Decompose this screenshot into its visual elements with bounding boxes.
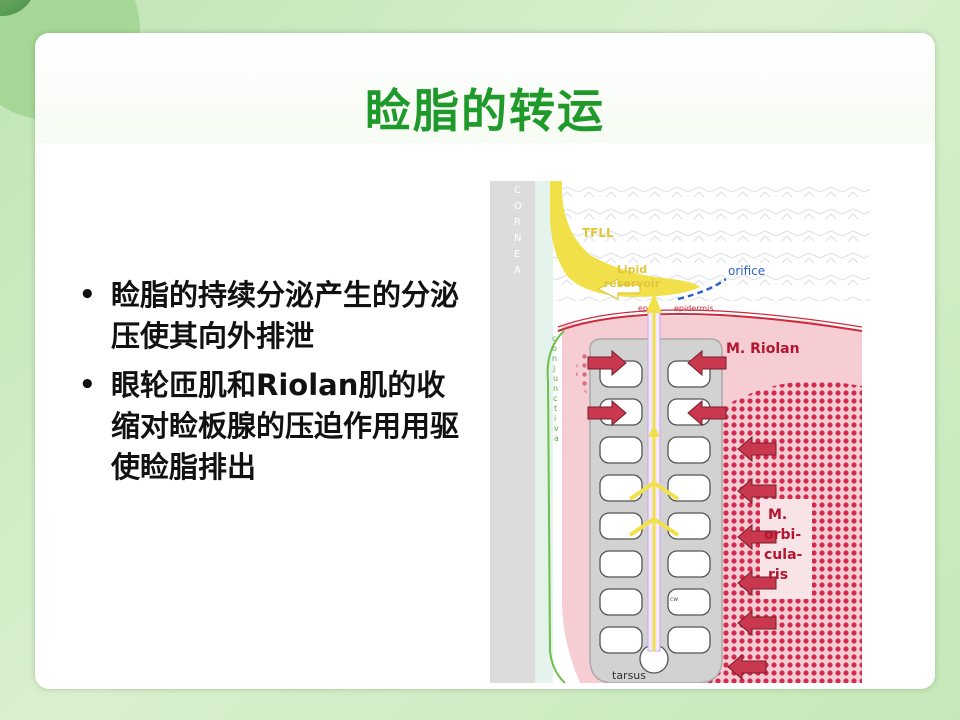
- svg-text:t: t: [554, 404, 557, 413]
- bullet-text: 睑脂的持续分泌产生的分泌压使其向外排泄: [111, 278, 460, 353]
- bullet-dot-icon: •: [79, 370, 96, 400]
- epidermis-line: [557, 313, 863, 332]
- label-reservoir: reservoir: [604, 277, 661, 290]
- svg-text:N: N: [514, 233, 521, 244]
- label-tfll: TFLL: [582, 226, 614, 240]
- duct-arrow-mid-icon: [648, 425, 660, 437]
- outflow-arrow-icon: [596, 278, 641, 300]
- label-orbicularis-1: M.: [768, 507, 787, 523]
- bullet-text: 眼轮匝肌和Riolan肌的收缩对睑板腺的压迫作用用驱使睑脂排出: [111, 368, 460, 484]
- svg-text:j: j: [552, 364, 555, 373]
- cornea-label: C O R N E A: [514, 185, 522, 276]
- epidermis-line-outer: [557, 309, 863, 328]
- label-small: cw: [670, 596, 678, 603]
- label-orbicularis-3: cula-: [764, 547, 803, 563]
- bullet-list: • 睑脂的持续分泌产生的分泌压使其向外排泄 • 眼轮匝肌和Riolan肌的收缩对…: [79, 275, 459, 496]
- label-lipid: Lipid: [617, 263, 647, 276]
- svg-text:n: n: [552, 354, 557, 363]
- conjunctiva-line: [546, 330, 566, 683]
- cornea-band: [490, 181, 535, 683]
- svg-text:R: R: [514, 217, 521, 228]
- orifice-pointer: [677, 278, 727, 301]
- label-ep: ep: [638, 304, 648, 313]
- svg-text:c: c: [553, 394, 557, 403]
- decorative-orb-icon: [0, 0, 36, 16]
- svg-text:C: C: [514, 185, 521, 196]
- label-orbicularis-4: ris: [768, 567, 788, 583]
- svg-text:a: a: [554, 434, 559, 443]
- svg-text:O: O: [514, 201, 522, 212]
- svg-text:n: n: [553, 384, 558, 393]
- svg-text:i: i: [554, 414, 556, 423]
- svg-text:u: u: [553, 374, 558, 383]
- svg-text:o: o: [552, 344, 557, 353]
- label-orbicularis-2: orbi-: [764, 527, 801, 543]
- label-tarsus: tarsus: [612, 669, 646, 682]
- svg-text:v: v: [554, 424, 559, 433]
- title-band: 睑脂的转运: [35, 33, 935, 143]
- svg-text:c: c: [552, 334, 556, 343]
- conjunctiva-label: c o n j u n c t i v a: [552, 334, 559, 443]
- bullet-item: • 眼轮匝肌和Riolan肌的收缩对睑板腺的压迫作用用驱使睑脂排出: [79, 365, 459, 488]
- duct-branch-arrows: [628, 480, 680, 537]
- lipid-reservoir-shape: [550, 181, 700, 297]
- bullet-item: • 睑脂的持续分泌产生的分泌压使其向外排泄: [79, 275, 459, 357]
- duct-arrow-head-icon: [646, 293, 662, 313]
- meibomian-gland-diagram: C O R N E A c o n j u n c t i v: [490, 181, 870, 683]
- label-orifice: orifice: [728, 264, 765, 278]
- compression-arrows: [587, 349, 777, 681]
- label-m-riolan: M. Riolan: [726, 341, 800, 357]
- slide-panel: 睑脂的转运 • 睑脂的持续分泌产生的分泌压使其向外排泄 • 眼轮匝肌和Riola…: [35, 33, 935, 689]
- bullet-dot-icon: •: [79, 280, 96, 310]
- label-epidermis: epidermis: [674, 304, 714, 313]
- page-title: 睑脂的转运: [365, 84, 605, 138]
- svg-text:A: A: [514, 265, 521, 276]
- svg-text:E: E: [514, 249, 520, 260]
